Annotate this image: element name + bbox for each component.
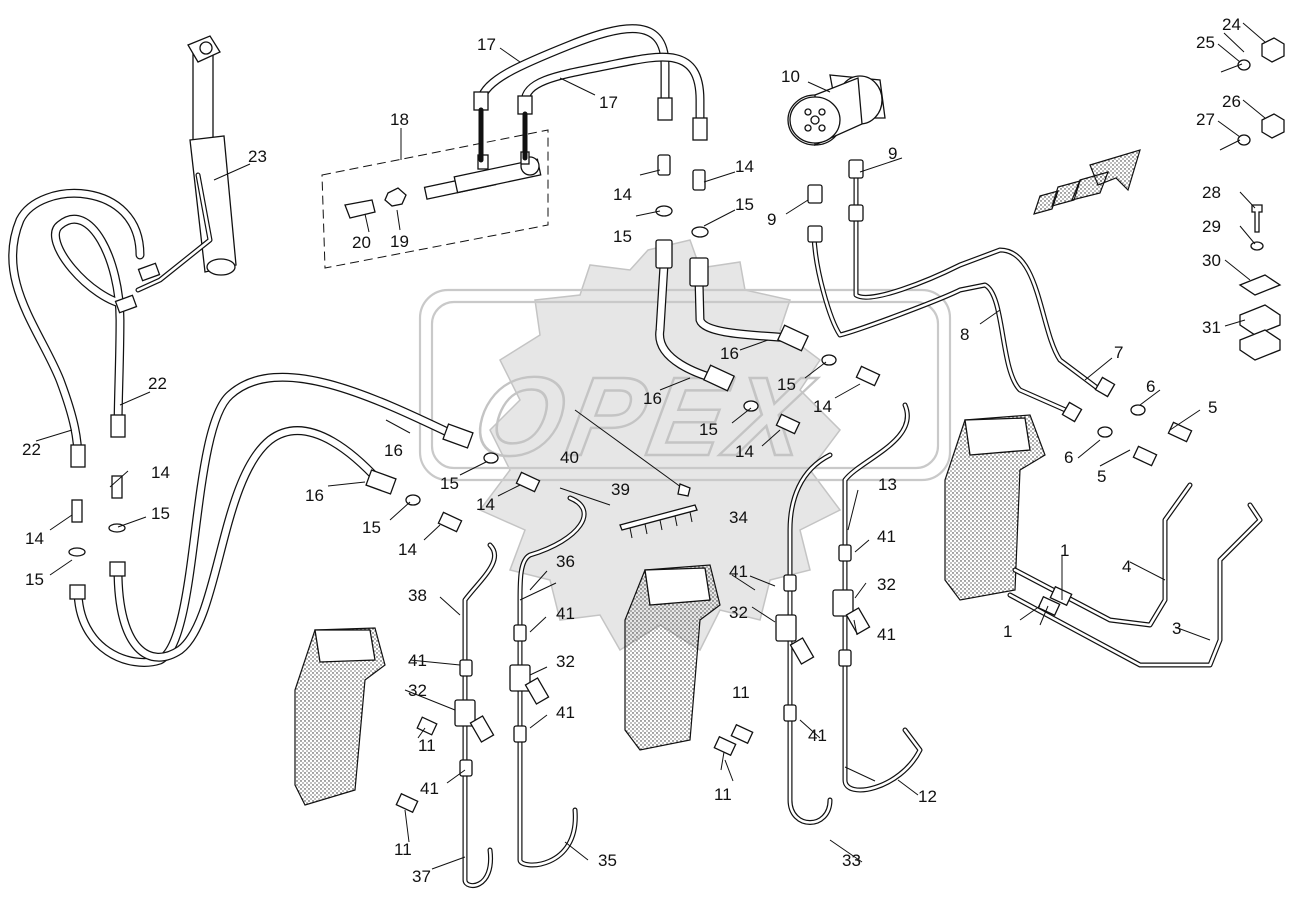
callout-11-d: 11 [394, 840, 412, 859]
callout-11-b: 11 [714, 785, 732, 804]
callout-18: 18 [390, 110, 409, 129]
callout-9-b: 9 [767, 210, 776, 229]
callout-38: 38 [408, 586, 427, 605]
callout-41-c: 41 [877, 625, 896, 644]
valve-block-left [294, 495, 587, 889]
callout-15-d: 15 [699, 420, 718, 439]
callout-4: 4 [1122, 557, 1131, 576]
callout-1-a: 1 [1060, 541, 1069, 560]
hydraulic-motor [787, 74, 886, 147]
callout-14-a: 14 [613, 185, 632, 204]
callout-41-a: 41 [877, 527, 896, 546]
callout-11-a: 11 [732, 683, 750, 702]
callout-15-f: 15 [362, 518, 381, 537]
callout-16-b: 16 [643, 389, 662, 408]
callout-14-c: 14 [813, 397, 832, 416]
callout-10: 10 [781, 67, 800, 86]
callout-15-c: 15 [777, 375, 796, 394]
callout-14-b: 14 [735, 157, 754, 176]
callout-1-b: 1 [1003, 622, 1012, 641]
callout-14-g: 14 [151, 463, 170, 482]
callout-22-b: 22 [22, 440, 41, 459]
callout-14-f: 14 [398, 540, 417, 559]
left-hose-fittings [68, 414, 126, 600]
cable-tie-40 [574, 409, 691, 497]
callout-15-a: 15 [613, 227, 632, 246]
hydraulic-cylinder [114, 35, 237, 314]
callout-14-e: 14 [476, 495, 495, 514]
callout-23: 23 [248, 147, 267, 166]
callout-9-a: 9 [888, 144, 897, 163]
comb-39 [619, 504, 698, 539]
callout-labels: 1 1 3 4 5 5 6 6 7 8 9 9 10 11 11 11 11 1… [22, 15, 1241, 886]
callout-12: 12 [918, 787, 937, 806]
watermark-frame-outer [418, 288, 952, 482]
callout-32-c: 32 [556, 652, 575, 671]
callout-14-h: 14 [25, 529, 44, 548]
hose-22-right [51, 214, 385, 662]
valve-block-center [624, 402, 923, 825]
callout-39: 39 [611, 480, 630, 499]
callout-14-d: 14 [735, 442, 754, 461]
callout-37: 37 [412, 867, 431, 886]
callout-31: 31 [1202, 318, 1221, 337]
callout-27: 27 [1196, 110, 1215, 129]
hose-22-left [8, 188, 465, 667]
callout-13: 13 [878, 475, 897, 494]
callout-32-a: 32 [877, 575, 896, 594]
callout-5-a: 5 [1208, 398, 1217, 417]
callout-30: 30 [1202, 251, 1221, 270]
callout-15-e: 15 [440, 474, 459, 493]
callout-22-a: 22 [148, 374, 167, 393]
callout-41-g: 41 [556, 703, 575, 722]
callout-26: 26 [1222, 92, 1241, 111]
callout-36: 36 [556, 552, 575, 571]
callout-41-f: 41 [408, 651, 427, 670]
fittings-14-15 [405, 154, 881, 533]
callout-41-b: 41 [729, 562, 748, 581]
callout-32-d: 32 [408, 681, 427, 700]
callout-5-b: 5 [1097, 467, 1106, 486]
callout-41-d: 41 [808, 726, 827, 745]
callout-41-h: 41 [420, 779, 439, 798]
callout-32-b: 32 [729, 603, 748, 622]
callout-3: 3 [1172, 619, 1181, 638]
callout-11-c: 11 [418, 736, 436, 755]
callout-6-a: 6 [1146, 377, 1155, 396]
leader-lines [35, 22, 1266, 870]
callout-19: 19 [390, 232, 409, 251]
watermark-text: OPEX [466, 354, 823, 479]
callout-15-g: 15 [151, 504, 170, 523]
hose-16-center [365, 239, 810, 495]
callout-17-b: 17 [599, 93, 618, 112]
callout-16-c: 16 [384, 441, 403, 460]
callout-15-h: 15 [25, 570, 44, 589]
callout-6-b: 6 [1064, 448, 1073, 467]
assembly-18-group [321, 129, 549, 269]
callout-25: 25 [1196, 33, 1215, 52]
hardware-24-31 [1237, 37, 1285, 361]
callout-40: 40 [560, 448, 579, 467]
watermark-frame-inner [430, 300, 940, 470]
callout-15-b: 15 [735, 195, 754, 214]
callout-41-e: 41 [556, 604, 575, 623]
callout-29: 29 [1202, 217, 1221, 236]
direction-arrow [1033, 149, 1141, 215]
hose-17-pair [473, 24, 708, 163]
callout-24: 24 [1222, 15, 1241, 34]
callout-20: 20 [352, 233, 371, 252]
callout-33: 33 [842, 851, 861, 870]
callout-34: 34 [729, 508, 748, 527]
callout-35: 35 [598, 851, 617, 870]
callout-16-d: 16 [305, 486, 324, 505]
callout-28: 28 [1202, 183, 1221, 202]
valve-block-right [944, 414, 1263, 668]
watermark-logo: OPEX [418, 239, 952, 652]
callout-8: 8 [960, 325, 969, 344]
callout-17-a: 17 [477, 35, 496, 54]
callout-16-a: 16 [720, 344, 739, 363]
callout-7: 7 [1114, 343, 1123, 362]
